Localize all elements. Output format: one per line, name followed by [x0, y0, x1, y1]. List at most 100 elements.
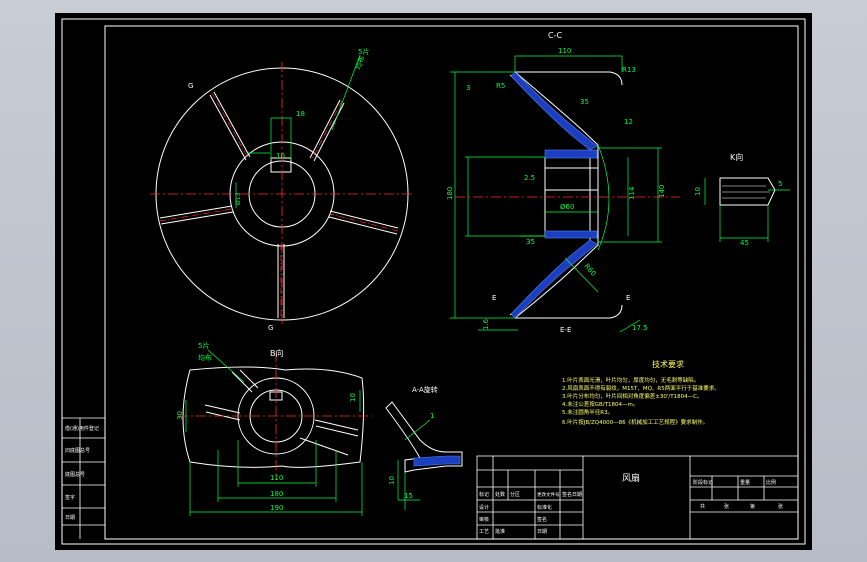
tech-line-1: 2.风扇表面不得有裂纹，M15T、MQ、R5两面平行于基准要求。: [562, 384, 720, 392]
b-labels: B向 5片 均布 110 180 190 30 10: [176, 341, 357, 512]
side-strip: [62, 417, 105, 539]
b-dim-30: 30: [176, 411, 184, 420]
aa-dim-10: 10: [388, 476, 396, 485]
sheet-cell-3: 张: [778, 503, 783, 510]
role-cell-2: 工艺: [479, 529, 489, 535]
title-name: 风扇: [622, 472, 640, 484]
front-dim-hole: 10: [276, 152, 285, 160]
aa-dim-15: 15: [404, 492, 413, 500]
title-block-text: 风扇 标记 处数 分区 更改文件号 签名 日期 设计 审核 工艺 批准 标准化 …: [479, 472, 783, 535]
cc-dim-114: 114: [628, 186, 636, 200]
drawing-sheet: [55, 13, 812, 550]
view-k: K向 45 10 5: [694, 152, 790, 247]
view-b: B向 5片 均布 110 180 190 30 10: [176, 341, 372, 516]
aa-outline: [385, 401, 463, 473]
front-blade-center: [159, 92, 399, 318]
cc-label-e2: E: [626, 294, 630, 302]
b-dim-10: 10: [349, 393, 357, 402]
front-dim-keyway: 18: [296, 110, 305, 118]
header-cell-3: 更改文件号: [537, 491, 560, 498]
b-centerlines: [178, 352, 372, 480]
front-dimensions: [235, 54, 361, 208]
cc-dim-r5: R5: [496, 82, 505, 90]
aa-title: A-A旋转: [412, 385, 438, 394]
right-cell-1: 重量: [740, 479, 750, 486]
b-blade-note2: 均布: [198, 353, 212, 362]
sign-label: 签名: [537, 516, 547, 523]
cc-dim-bl: 1.6: [482, 318, 490, 330]
cc-dim-35b: 35: [526, 238, 535, 246]
front-centerlines: [150, 62, 414, 326]
header-cell-1: 处数: [495, 491, 505, 498]
role-cell-3: 批准: [495, 528, 505, 535]
tech-heading: 技术要求: [652, 359, 684, 369]
header-cell-4: 签名: [562, 491, 572, 498]
aa-hatch: [413, 455, 461, 467]
cc-e-marks: E E E-E: [492, 294, 630, 334]
side-cell-1: 旧底图总号: [65, 447, 90, 454]
role-cell-1: 审核: [479, 516, 489, 523]
cc-dim-r: R13: [622, 66, 636, 74]
date-label: 日期: [537, 529, 547, 535]
front-section-marks: G G: [188, 82, 273, 332]
side-cell-4: 日期: [65, 515, 75, 521]
front-keyway: [270, 157, 292, 173]
cc-labels: C-C 110 R13 35 12 2.5 Ø60 35 R60 140 114…: [446, 31, 666, 332]
b-dim-190: 190: [270, 504, 283, 512]
sheet-cell-2: 第: [750, 503, 755, 510]
k-dim-w: 45: [740, 239, 749, 247]
k-dimensions: [704, 178, 790, 242]
cc-dim-25: 2.5: [524, 174, 535, 182]
b-blades: [204, 369, 359, 456]
cc-dim-140: 140: [658, 185, 666, 198]
cc-dim-35: 35: [580, 98, 589, 106]
front-view: 18 10 Ø13 5片 均布 G G: [150, 47, 414, 332]
front-blades: [159, 91, 399, 318]
title-block: [476, 455, 799, 540]
cc-dim-60: Ø60: [560, 203, 574, 211]
std-label: 标准化: [537, 504, 552, 511]
cc-title: C-C: [548, 31, 562, 40]
b-outline: [182, 366, 365, 468]
section-cc: C-C 110 R13 35 12 2.5 Ø60 35 R60 140 114…: [446, 31, 680, 334]
aa-dimensions: [397, 419, 431, 510]
outer-frame: [61, 18, 806, 545]
cc-dim-top: 110: [558, 47, 571, 55]
k-hatch: [722, 185, 770, 199]
cc-dim-left: 3: [466, 84, 470, 92]
k-title: K向: [730, 152, 743, 162]
aa-labels: A-A旋转 1 15 10: [388, 385, 438, 500]
sheet-cell-0: 共: [700, 503, 705, 510]
front-label-bottom: G: [268, 324, 273, 332]
cc-hatch: [510, 71, 598, 319]
front-blade-note: 5片: [358, 47, 369, 56]
tech-line-4: 5.未注圆角半径R3。: [562, 408, 613, 416]
tech-line-5: 6.叶片按JB/ZQ4000—86《机械加工工艺规程》要求制作。: [562, 418, 708, 426]
b-dim-180: 180: [270, 490, 283, 498]
sheet-cell-1: 张: [724, 503, 729, 510]
front-dim-bore: Ø13: [235, 192, 242, 205]
cc-dimensions: [450, 55, 662, 333]
side-cell-3: 签字: [65, 494, 75, 501]
tech-line-0: 1.叶片表面光滑，叶片均匀，厚度均匀，无毛刺等缺陷。: [562, 376, 699, 384]
right-cell-0: 阶段标记: [693, 479, 713, 486]
cc-dim-12: 12: [624, 118, 633, 126]
b-blade-note: 5片: [198, 341, 209, 350]
side-cell-0: 借(通)用件登记: [65, 425, 99, 432]
front-label-top: G: [188, 82, 193, 90]
view-aa: A-A旋转 1 15 10: [385, 385, 463, 510]
k-dim-h: 10: [694, 187, 702, 196]
k-dim-5: 5: [778, 180, 782, 188]
tech-line-2: 3.叶片分布均匀，叶片间相对角度偏差±30'/T1804—C。: [562, 392, 702, 400]
aa-dim-1: 1: [430, 412, 434, 420]
cc-dim-180: 180: [446, 187, 454, 200]
tech-line-3: 4.未注公差按GB/T1804—m。: [562, 400, 638, 408]
side-strip-labels: 借(通)用件登记 旧底图总号 底图总号 签字 日期: [65, 425, 99, 521]
b-title: B向: [270, 348, 284, 358]
b-dim-110: 110: [270, 474, 283, 482]
role-cell-0: 设计: [479, 504, 489, 511]
header-cell-5: 日期: [572, 492, 582, 498]
header-cell-2: 分区: [510, 491, 520, 498]
cc-label-ee: E-E: [560, 326, 571, 334]
